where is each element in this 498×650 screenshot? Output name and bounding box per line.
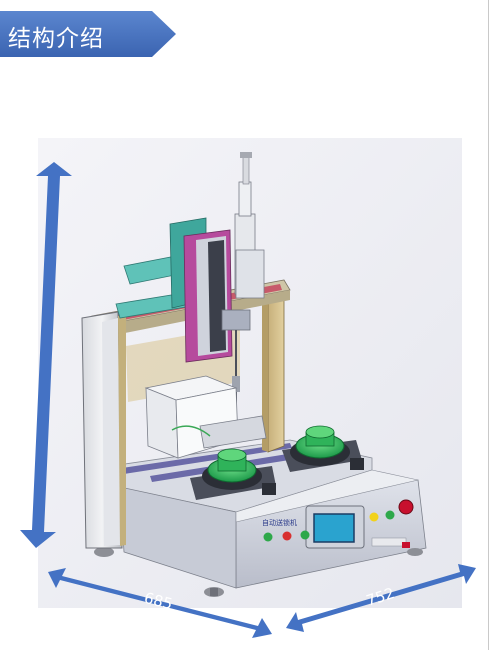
emergency-stop-button xyxy=(398,499,414,515)
banner-arrow-shape xyxy=(0,11,176,57)
reset-button xyxy=(282,531,292,541)
screw-feeder xyxy=(144,375,267,459)
height-dimension-arrow xyxy=(20,162,72,548)
start-button xyxy=(263,532,273,542)
page-edge-rule xyxy=(488,0,489,650)
panel-text: 自动送锁机 xyxy=(262,518,297,527)
stop-button xyxy=(300,530,310,540)
right-start-button xyxy=(385,510,395,520)
hmi-screen xyxy=(313,513,355,543)
left-start-button xyxy=(369,512,379,522)
page-title: 结构介绍 xyxy=(8,26,104,52)
section-title-banner: 结构介绍 xyxy=(0,11,178,57)
right-fixture xyxy=(282,425,364,472)
z-axis-assembly xyxy=(115,152,265,418)
machine-base xyxy=(94,439,427,597)
control-panel: 自动送锁机 xyxy=(262,499,414,549)
depth-dimension-arrow xyxy=(286,564,476,632)
height-dimension-label: 1100 xyxy=(12,350,30,389)
width-dimension-arrow xyxy=(48,568,272,638)
left-fixture xyxy=(190,448,276,500)
